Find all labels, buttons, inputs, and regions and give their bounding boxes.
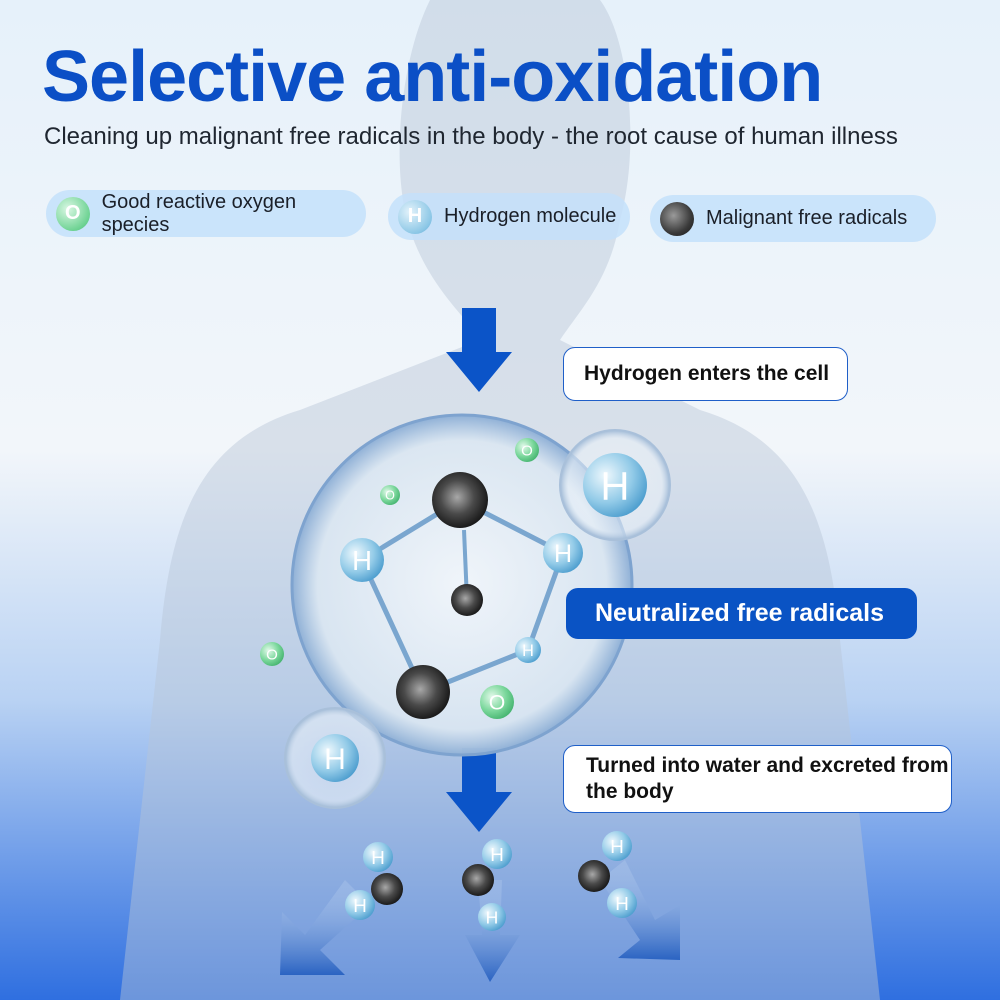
exit-arrow-center	[465, 880, 520, 982]
free-radical-icon	[660, 201, 694, 236]
free-radical-atom	[432, 472, 488, 528]
step-neutralized-label: Neutralized free radicals	[566, 588, 917, 639]
free-radical-atom	[451, 584, 483, 616]
hydrogen-label: H	[371, 847, 385, 868]
arrow-down-icon	[446, 308, 512, 392]
page-title: Selective anti-oxidation	[42, 37, 823, 117]
oxygen-atom	[260, 642, 284, 666]
hydrogen-atom	[602, 831, 632, 861]
free-radical-atom	[396, 665, 450, 719]
legend-label: Good reactive oxygen species	[101, 190, 297, 236]
legend-label: Hydrogen molecule	[444, 205, 617, 227]
arrow-down-icon	[446, 748, 512, 832]
oxygen-label: O	[385, 489, 395, 503]
hydrogen-label: H	[554, 540, 572, 568]
oxygen-atom-icon: O	[56, 196, 90, 231]
oxygen-label: O	[521, 442, 533, 459]
free-radical-atom	[578, 860, 610, 892]
step-enter-label: Hydrogen enters the cell	[563, 347, 848, 401]
page-subtitle: Cleaning up malignant free radicals in t…	[44, 123, 898, 150]
free-radical-atom	[462, 864, 494, 896]
oxygen-atom	[515, 438, 539, 462]
hydrogen-atom-icon: H	[398, 199, 432, 234]
hydrogen-atom	[482, 839, 512, 869]
hydrogen-label: H	[353, 895, 367, 916]
hydrogen-atom	[607, 888, 637, 918]
oxygen-atom	[480, 685, 514, 719]
legend-radical: Malignant free radicals	[650, 195, 936, 242]
hydrogen-atom	[478, 903, 506, 931]
hydrogen-atom	[345, 890, 375, 920]
hydrogen-atom	[311, 734, 359, 782]
hydrogen-atom	[543, 533, 583, 573]
free-radical-atom	[371, 873, 403, 905]
hydrogen-label: H	[490, 844, 504, 865]
oxygen-label: O	[266, 646, 278, 663]
oxygen-atom	[380, 485, 400, 505]
oxygen-label: O	[489, 691, 506, 715]
hydrogen-atom	[363, 842, 393, 872]
legend-label: Malignant free radicals	[706, 207, 908, 229]
exit-arrow-right	[600, 860, 680, 960]
hydrogen-label: H	[352, 545, 372, 576]
hydrogen-atom	[583, 453, 647, 517]
hydrogen-label: H	[610, 836, 624, 857]
hydrogen-label: H	[615, 893, 629, 914]
legend-oxygen: O Good reactive oxygen species	[46, 190, 366, 237]
hydrogen-label: H	[324, 743, 346, 776]
hydrogen-label: H	[601, 464, 630, 508]
hydrogen-atom	[515, 637, 541, 663]
hydrogen-label: H	[522, 642, 534, 660]
hydrogen-atom	[340, 538, 384, 582]
hydrogen-label: H	[486, 907, 499, 927]
legend-hydrogen: H Hydrogen molecule	[388, 193, 630, 240]
step-excreted-label: Turned into water and excreted from the …	[563, 745, 952, 813]
